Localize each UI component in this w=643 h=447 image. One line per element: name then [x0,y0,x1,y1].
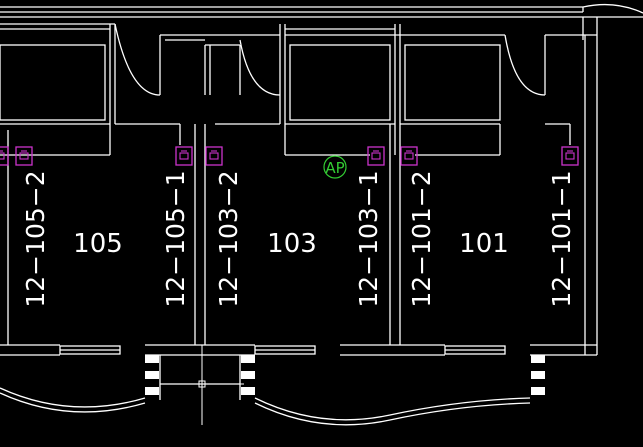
network-outlet-icon[interactable] [561,146,579,166]
walls [0,3,643,426]
port-label-12-103-2: 12−103−2 [214,170,243,307]
network-outlet-icon[interactable] [367,146,385,166]
room-number-103: 103 [267,229,317,259]
port-label-12-101-1: 12−101−1 [547,170,576,307]
access-point[interactable]: AP [323,155,347,179]
network-outlets [0,146,579,166]
port-label-12-103-1: 12−103−1 [354,170,383,307]
access-point-label: AP [325,159,344,177]
port-label-12-101-2: 12−101−2 [407,170,436,307]
network-outlet-icon[interactable] [0,146,9,166]
network-outlet-icon[interactable] [400,146,418,166]
port-label-12-105-1: 12−105−1 [161,170,190,307]
network-outlet-icon[interactable] [205,146,223,166]
port-label-12-105-2: 12−105−2 [21,170,50,307]
access-point-icon [323,155,347,179]
room-number-105: 105 [73,229,123,259]
network-outlet-icon[interactable] [175,146,193,166]
balcony-posts [145,355,545,395]
crosshair-cursor [160,345,244,425]
network-outlet-icon[interactable] [15,146,33,166]
room-number-101: 101 [459,229,509,259]
